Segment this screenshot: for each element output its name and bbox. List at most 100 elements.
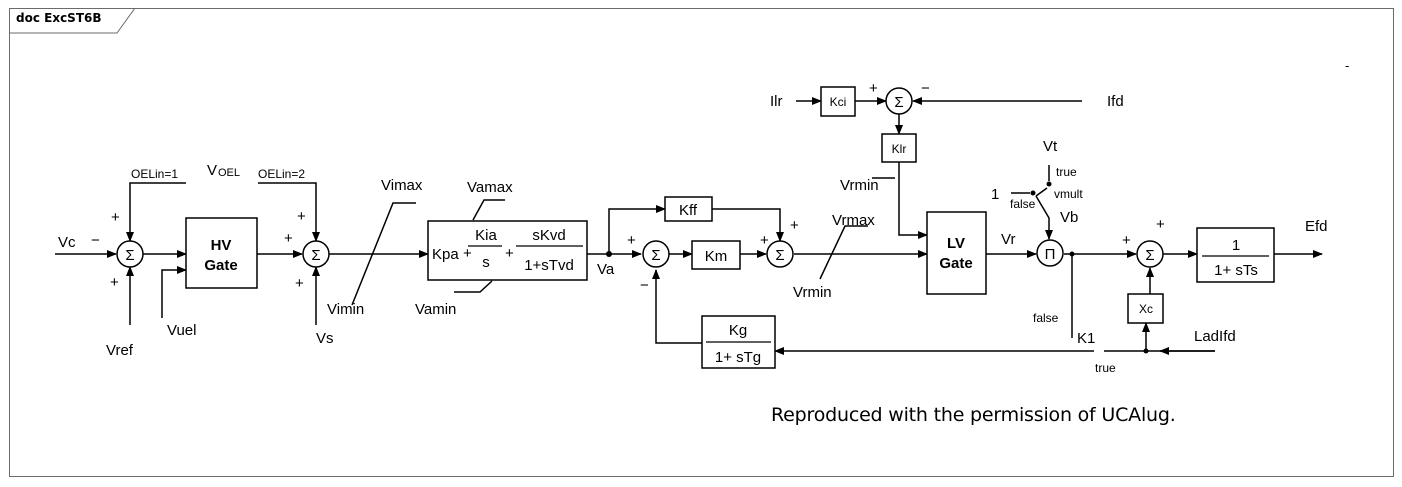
- label-ifd: Ifd: [1107, 93, 1124, 110]
- sign-sum2-left: +: [284, 230, 293, 247]
- label-skvd: sKvd: [532, 227, 565, 244]
- sum-1: [116, 240, 144, 268]
- label-tvd: 1+sTvd: [524, 257, 574, 274]
- label-oelin1: OELin=1: [131, 167, 178, 181]
- wire-oel1: [126, 182, 186, 242]
- wire-va-kff: [608, 205, 666, 254]
- label-true-1: true: [1056, 165, 1077, 179]
- sign-sum3-plus: +: [627, 232, 636, 249]
- label-vmult: vmult: [1054, 187, 1083, 201]
- sign-sum6-top: +: [1156, 216, 1165, 233]
- label-s: s: [482, 254, 490, 271]
- label-voel-sub: OEL: [218, 167, 240, 179]
- switch-vmult-blade: [1035, 187, 1048, 197]
- sum-2: [302, 240, 330, 268]
- wire-klr-lv: [898, 162, 928, 239]
- node-one-switch: [1030, 190, 1036, 196]
- frame-title: doc ExcST6B: [16, 11, 102, 25]
- label-vc: Vc: [58, 234, 76, 251]
- label-vrmin: Vrmin: [793, 284, 832, 301]
- label-vs: Vs: [316, 330, 334, 347]
- kff-block: [664, 196, 713, 222]
- label-ilr: Ilr: [770, 93, 783, 110]
- sign-sum5-plus: +: [869, 80, 878, 97]
- label-kpa: Kpa: [432, 246, 459, 263]
- xc-block: [1127, 293, 1164, 324]
- sum-4: [766, 240, 794, 268]
- node-ladifd: [1143, 348, 1149, 354]
- node-vt-switch: [1046, 181, 1052, 187]
- lv-gate-block: [926, 211, 987, 295]
- label-kci: Kci: [830, 95, 847, 109]
- limiter-vr: [819, 225, 868, 280]
- hv-gate-block: [185, 217, 258, 289]
- sign-sum4-left: +: [760, 232, 769, 249]
- label-vamax: Vamax: [467, 179, 513, 196]
- lv-label-2: Gate: [939, 255, 972, 272]
- wire-oel2: [258, 182, 320, 242]
- label-vrmax: Vrmax: [832, 212, 875, 229]
- klr-block: [881, 133, 917, 163]
- label-klr: Klr: [892, 142, 907, 156]
- label-efd: Efd: [1305, 218, 1328, 235]
- sign-sum5-minus: −: [921, 80, 930, 97]
- sign-sum2-bottom: +: [295, 275, 304, 292]
- label-voel: V: [207, 162, 217, 179]
- pid-block: [427, 220, 588, 281]
- kci-block: [820, 86, 856, 117]
- limiter-vi: [351, 202, 416, 306]
- label-vamin: Vamin: [415, 301, 456, 318]
- sum-3: [642, 240, 670, 268]
- sum-6: [1136, 240, 1164, 268]
- sign-sum6-left: +: [1122, 232, 1131, 249]
- corner-mark: -: [1345, 58, 1350, 73]
- label-k1: K1: [1077, 330, 1095, 347]
- label-false-2: false: [1033, 311, 1059, 325]
- diagram-frame: [9, 8, 1394, 477]
- pid-plus-1: +: [463, 245, 472, 262]
- sum-3-symbol: Σ: [651, 247, 660, 264]
- label-kia: Kia: [475, 227, 497, 244]
- km-block: [691, 240, 741, 270]
- sum-5-symbol: Σ: [894, 94, 903, 111]
- frame-tab: [9, 7, 136, 34]
- label-ts-den: 1+ sTs: [1214, 262, 1258, 279]
- sum-6-symbol: Σ: [1145, 247, 1154, 264]
- pi-symbol: Π: [1045, 246, 1056, 263]
- label-kg: Kg: [729, 322, 747, 339]
- sum-5: [885, 87, 913, 115]
- hv-label-1: HV: [211, 237, 232, 254]
- hv-label-2: Gate: [204, 257, 237, 274]
- ts-block: [1196, 227, 1275, 283]
- limiter-va-top: [472, 199, 505, 221]
- label-tg: 1+ sTg: [715, 349, 761, 366]
- node-pi-out: [1069, 251, 1075, 257]
- sign-sum3-minus: −: [640, 277, 649, 294]
- wire-vuel: [161, 266, 187, 318]
- node-va: [606, 251, 612, 257]
- label-vimin: Vimin: [327, 301, 364, 318]
- label-ladifd: LadIfd: [1194, 328, 1236, 345]
- label-va: Va: [597, 261, 615, 278]
- label-oelin2: OELin=2: [258, 167, 305, 181]
- sign-sum1-bottom: +: [110, 274, 119, 291]
- label-kff: Kff: [679, 202, 698, 219]
- pid-plus-2: +: [505, 245, 514, 262]
- label-ts-num: 1: [1232, 237, 1240, 254]
- limiter-va-bottom: [454, 280, 493, 293]
- label-xc: Xc: [1139, 302, 1153, 316]
- multiplier-pi: [1036, 239, 1064, 267]
- label-vref: Vref: [106, 342, 134, 359]
- sign-sum4-top: +: [790, 217, 799, 234]
- label-true-2: true: [1095, 361, 1116, 375]
- sum-4-symbol: Σ: [775, 247, 784, 264]
- lv-label-1: LV: [947, 235, 965, 252]
- wire-kg-sum3: [652, 269, 702, 344]
- permission-note: Reproduced with the permission of UCAlug…: [771, 404, 1176, 426]
- sign-sum1-top: +: [111, 209, 120, 226]
- sign-sum1-minus: −: [91, 232, 100, 249]
- label-vr: Vr: [1001, 231, 1015, 248]
- wire-vb-pi: [1035, 195, 1053, 240]
- label-vuel: Vuel: [167, 322, 196, 339]
